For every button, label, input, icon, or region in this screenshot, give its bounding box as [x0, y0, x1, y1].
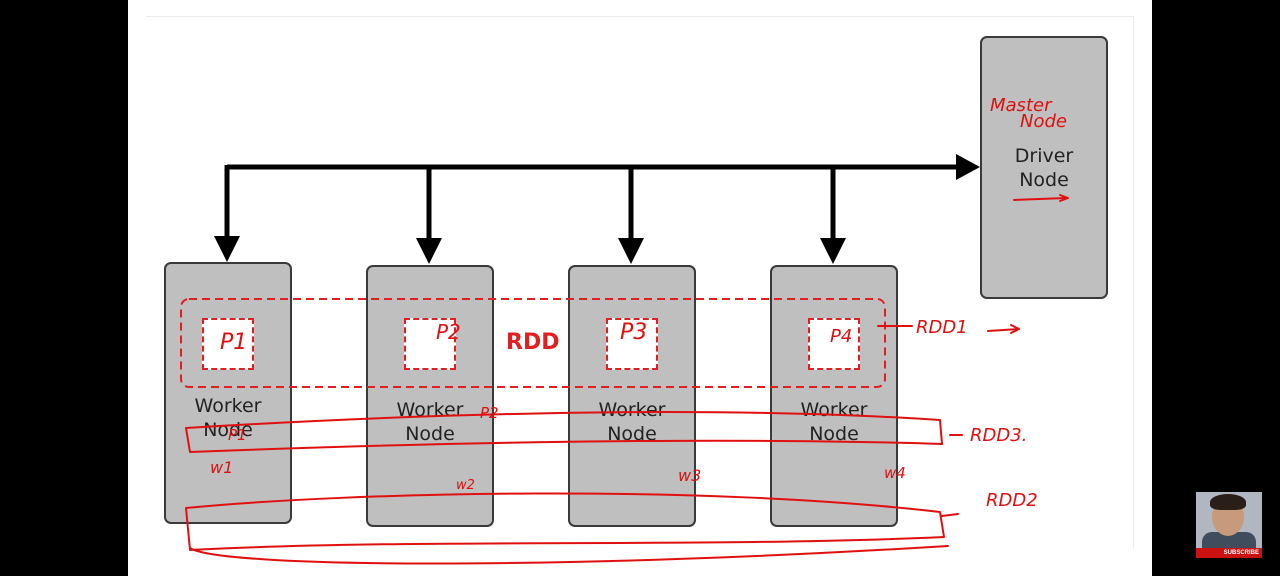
annotation-w3: w3	[678, 466, 702, 485]
annotation-p2b: P2	[480, 404, 499, 422]
partition-3	[606, 318, 658, 370]
annotation-rdd1: RDD1	[916, 317, 968, 338]
partition-2	[404, 318, 456, 370]
annotation-w1: w1	[210, 458, 234, 477]
partition-1	[202, 318, 254, 370]
annotation-rdd2: RDD2	[986, 490, 1038, 511]
avatar-shirt	[1202, 532, 1256, 550]
driver-node-label: Driver Node	[1014, 145, 1074, 191]
slide-border	[146, 16, 1134, 548]
annotation-master-node: Master Node	[990, 95, 1067, 132]
annotation-p1: P1	[220, 330, 248, 355]
annotation-p1b: P1	[228, 426, 247, 444]
worker-node-3: Worker Node	[568, 265, 696, 527]
worker-node-1: Worker Node	[164, 262, 292, 524]
annotation-p3: P3	[620, 320, 648, 345]
annotation-p4: P4	[830, 326, 853, 347]
subscribe-button[interactable]: SUBSCRIBE	[1196, 548, 1262, 558]
worker-node-label: Worker Node	[598, 399, 666, 445]
annotation-p2: P2	[436, 320, 461, 344]
annotation-w4: w4	[884, 464, 906, 482]
worker-node-2: Worker Node	[366, 265, 494, 527]
subscribe-badge[interactable]: SUBSCRIBE	[1196, 492, 1262, 558]
avatar-hair	[1210, 494, 1246, 510]
annotation-rdd3: RDD3.	[970, 425, 1028, 446]
driver-node: Driver Node	[980, 36, 1108, 299]
annotation-w2: w2	[456, 478, 475, 493]
worker-node-4: Worker Node	[770, 265, 898, 527]
rdd-label: RDD	[506, 330, 560, 355]
partition-4	[808, 318, 860, 370]
